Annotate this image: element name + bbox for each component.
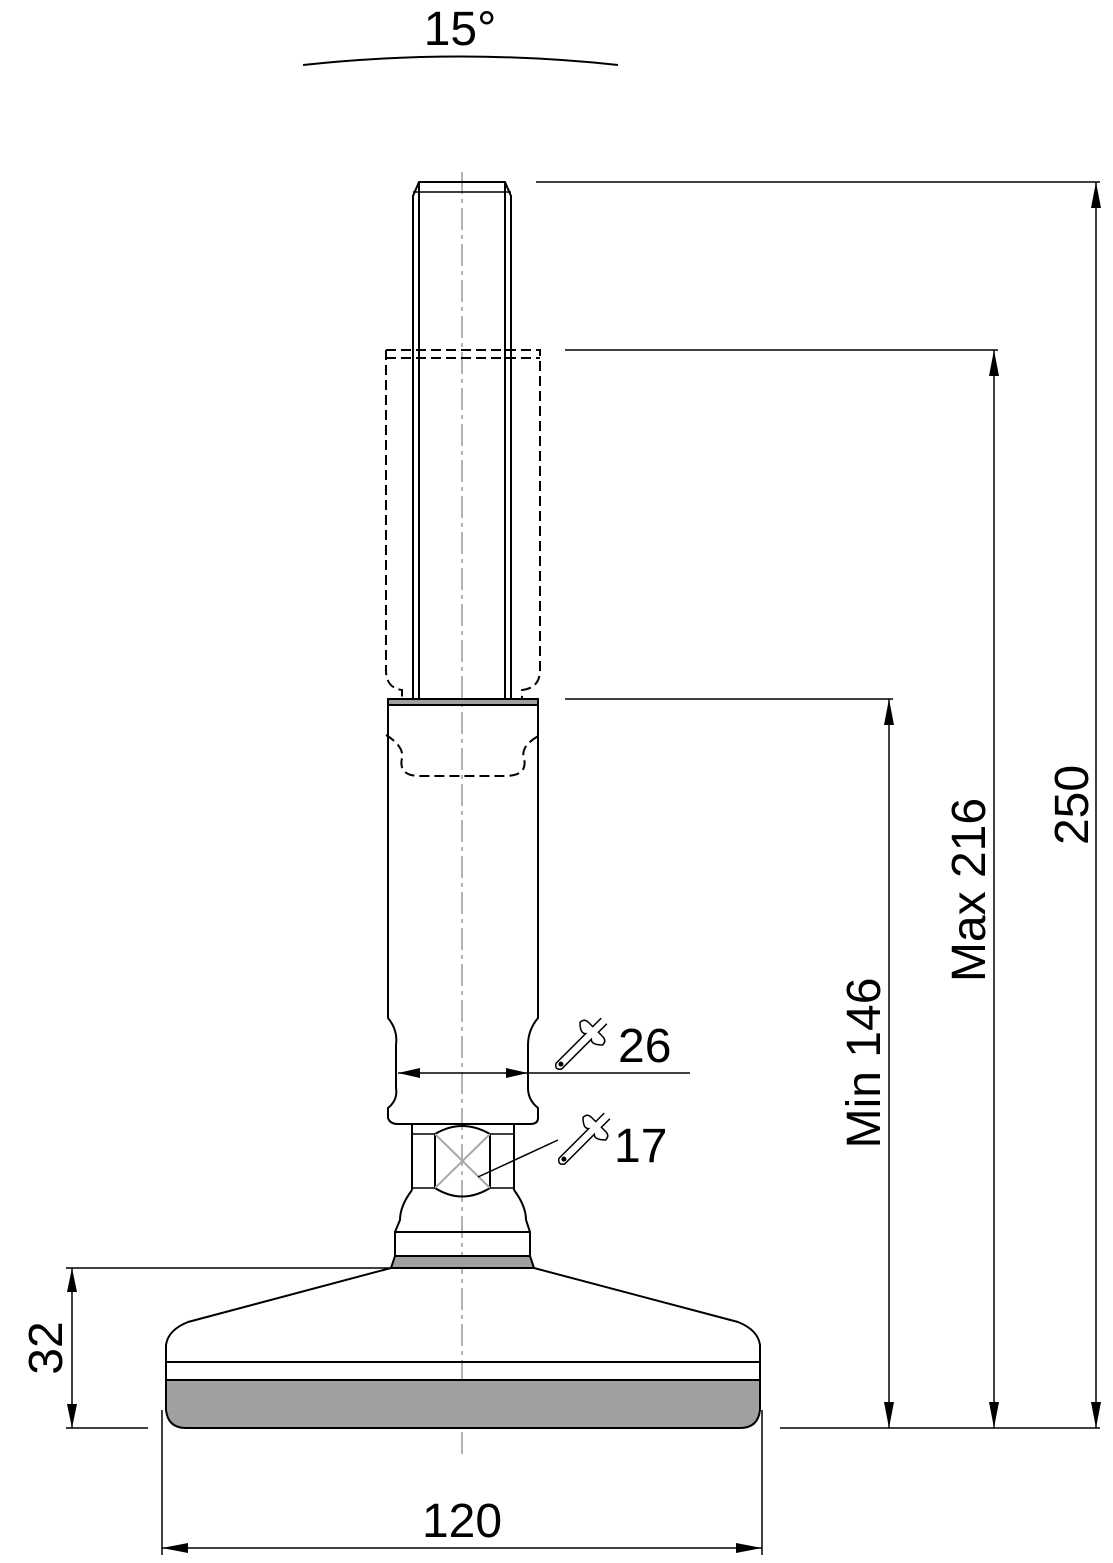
wrench-17-label: 17 — [614, 1120, 667, 1173]
dimension-max-label: Max 216 — [943, 798, 996, 982]
dimension-32-label: 32 — [20, 1321, 73, 1374]
base-foot — [165, 1267, 761, 1429]
dimension-max: Max 216 — [565, 349, 999, 1428]
dimension-min: Min 146 — [565, 698, 894, 1428]
dimension-32: 32 — [20, 1267, 391, 1429]
threaded-stud — [412, 181, 512, 700]
ball-joint — [389, 1189, 536, 1269]
dimension-120-label: 120 — [422, 1495, 502, 1548]
wrench-icon — [554, 1017, 608, 1071]
dimension-250: 250 — [536, 181, 1101, 1429]
wrench-26-label: 26 — [618, 1020, 671, 1073]
wrench-dimension-17: 17 — [477, 1112, 667, 1178]
angle-dimension: 15° — [302, 3, 619, 66]
housing-body — [387, 698, 539, 1125]
angle-arc — [302, 55, 619, 66]
angle-label: 15° — [424, 3, 497, 56]
wrench-icon — [557, 1112, 611, 1166]
hex-section — [411, 1124, 515, 1198]
extended-housing-outline — [385, 349, 541, 777]
dimension-min-label: Min 146 — [838, 978, 891, 1149]
dimension-250-label: 250 — [1046, 765, 1099, 845]
wrench-dimension-26: 26 — [398, 1017, 690, 1078]
dimension-120: 120 — [161, 1410, 763, 1555]
